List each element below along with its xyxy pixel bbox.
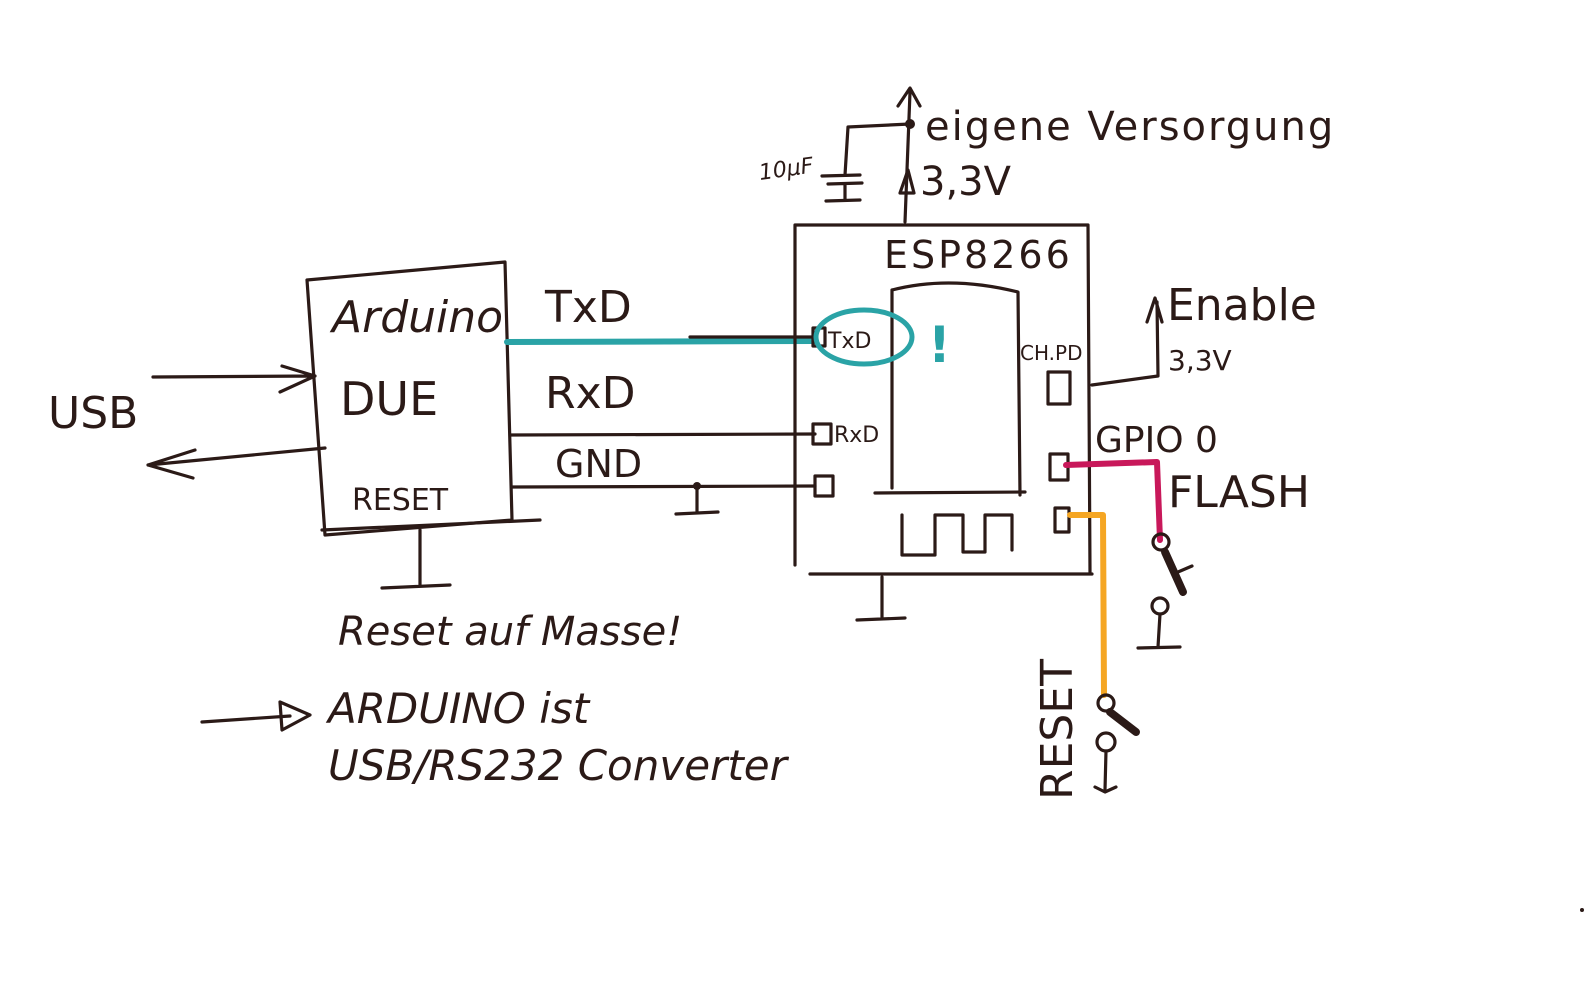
arduino-model: DUE [340, 372, 438, 426]
serial-lines: TxD RxD GND [504, 282, 818, 516]
arduino-title: Arduino [329, 292, 503, 343]
reset-switch-label: RESET [1032, 659, 1083, 800]
flash-switch-ground [1136, 612, 1182, 650]
txd-warning-mark: ! [928, 316, 951, 374]
power-supply: 10µF eigene Versorgung 3,3V [757, 86, 1335, 224]
flash-switch-contact [1151, 532, 1171, 552]
supply-arrow [896, 86, 922, 224]
enable-arrow [1090, 296, 1164, 387]
flash-switch-actuator [1176, 564, 1194, 574]
esp-ground [855, 575, 907, 622]
arduino-note-line1: ARDUINO ist [325, 684, 591, 733]
supply-label: eigene Versorgung [925, 104, 1335, 150]
txd-line-highlight [504, 338, 818, 345]
pin-txd-label: TxD [827, 329, 871, 354]
pin-rxd-pad [811, 422, 833, 446]
flash-label: FLASH [1168, 467, 1310, 518]
rxd-line-label: RxD [545, 368, 636, 419]
reset-highlight-line [1067, 512, 1107, 698]
notes: Reset auf Masse! ARDUINO ist USB/RS232 C… [200, 609, 790, 790]
usb-in-arrow [151, 364, 317, 394]
txd-highlight-circle [813, 307, 915, 367]
gpio0-flash-switch: GPIO 0 FLASH [1063, 420, 1310, 650]
gnd-symbol [674, 484, 720, 516]
arduino-reset-label: RESET [352, 483, 449, 518]
capacitor-symbol [820, 122, 912, 203]
arduino-bottom-edge [320, 518, 542, 532]
usb-out-arrow [146, 446, 327, 480]
esp-antenna [900, 513, 1014, 557]
capacitor-value: 10µF [757, 154, 815, 186]
reset-switch-ground [1093, 749, 1118, 794]
txd-line-label: TxD [544, 282, 632, 333]
esp-box [793, 223, 1094, 576]
usb-connection: USB [48, 364, 327, 480]
arduino-note-line2: USB/RS232 Converter [328, 741, 790, 790]
flash-switch-terminal [1150, 596, 1170, 616]
enable-label: Enable [1167, 280, 1317, 331]
gnd-line [510, 484, 817, 489]
supply-voltage: 3,3V [920, 159, 1012, 205]
gpio0-label: GPIO 0 [1095, 420, 1218, 461]
reset-switch-lever [1106, 708, 1140, 736]
reset-note: Reset auf Masse! [338, 609, 682, 655]
esp-shield [873, 281, 1027, 497]
esp8266-block: ESP8266 TxD ! RxD CH.PD [793, 223, 1094, 622]
enable-connection: Enable 3,3V [1090, 280, 1317, 387]
arduino-due-block: Arduino DUE RESET [305, 260, 542, 590]
pin-gnd-pad [813, 474, 835, 498]
arduino-reset-ground [380, 528, 452, 590]
pin-reset-pad [1053, 506, 1071, 534]
reset-switch-contact [1096, 693, 1116, 713]
note-arrow [200, 700, 312, 732]
usb-label: USB [48, 388, 138, 439]
pin-rxd-label: RxD [834, 423, 879, 448]
gnd-line-label: GND [555, 442, 642, 486]
rxd-line [508, 432, 817, 437]
gpio0-highlight-line [1063, 459, 1163, 543]
enable-voltage: 3,3V [1168, 344, 1232, 377]
stray-dot [1580, 908, 1584, 912]
reset-switch: RESET [1032, 512, 1140, 800]
esp-title: ESP8266 [884, 233, 1073, 277]
flash-switch-lever [1161, 548, 1187, 596]
supply-current-arrow [898, 168, 916, 195]
reset-switch-terminal [1095, 731, 1117, 753]
pin-chpd-label: CH.PD [1020, 341, 1082, 365]
pin-chpd-pad [1046, 370, 1072, 406]
